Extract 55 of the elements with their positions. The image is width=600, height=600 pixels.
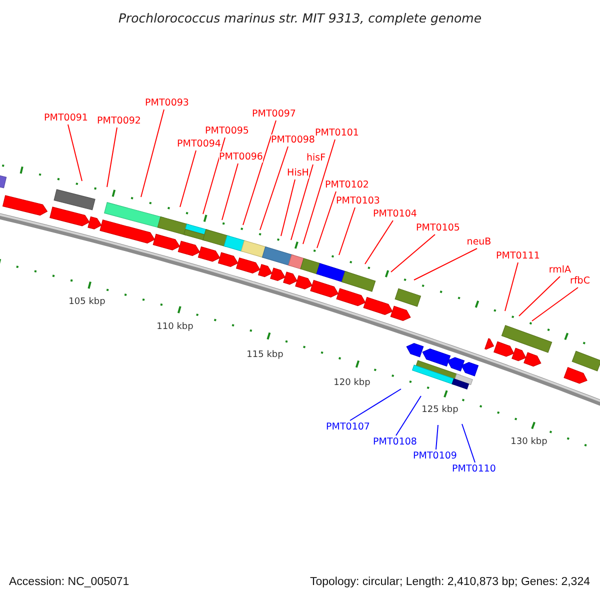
scale-label: 130 kbp [510, 437, 548, 447]
gene-label: PMT0101 [315, 128, 359, 138]
leader-line [532, 287, 578, 322]
leader-line [260, 146, 288, 230]
leader-line [350, 388, 402, 421]
gene-label: PMT0102 [325, 180, 369, 190]
leader-line [140, 109, 164, 198]
scale-label: 125 kbp [422, 405, 458, 415]
gene-label: PMT0096 [219, 152, 263, 162]
gene-label: PMT0103 [336, 196, 380, 206]
leader-line [106, 127, 118, 188]
gene-label: PMT0109 [413, 450, 457, 462]
leader-line [364, 220, 394, 264]
gene-label: PMT0091 [44, 112, 88, 124]
leader-line [290, 164, 314, 240]
leader-line [316, 191, 336, 248]
leader-line [462, 424, 476, 463]
gene-label: PMT0093 [145, 98, 189, 108]
gene-label: PMT0098 [271, 134, 315, 146]
gene-label: PMT0111 [496, 250, 540, 262]
gene-label: PMT0094 [177, 138, 221, 150]
gene-label: PMT0107 [326, 422, 370, 432]
gene-label: PMT0092 [97, 116, 141, 126]
leader-line [338, 207, 356, 256]
leader-line [280, 179, 296, 236]
gene-label: PMT0110 [452, 464, 496, 474]
leader-line [436, 424, 438, 450]
scale-label: 110 kbp [156, 322, 194, 332]
gene-label: hisF [306, 152, 326, 164]
scale-label: 105 kbp [68, 297, 106, 307]
gene-label: PMT0097 [252, 108, 296, 120]
gene-label: PMT0105 [416, 222, 460, 234]
leader-line [202, 137, 226, 214]
genome-stats-text: Topology: circular; Length: 2,410,873 bp; Genes: 2,324 [310, 576, 590, 588]
accession-text: Accession: NC_005071 [9, 576, 130, 588]
leader-line [180, 150, 196, 208]
title: Prochlorococcus marinus str. MIT 9313, complete genome [118, 10, 482, 26]
scale-label: 120 kbp [334, 378, 370, 388]
gene-label: PMT0108 [373, 436, 417, 448]
leader-line [302, 139, 336, 244]
scale-label: 115 kbp [246, 350, 284, 360]
leader-line [68, 124, 82, 182]
leader-line [518, 276, 560, 316]
gene-label: PMT0104 [373, 208, 417, 220]
leader-line [504, 262, 518, 312]
gene-label: neuB [466, 236, 492, 248]
leader-line [390, 234, 436, 272]
leader-line [242, 120, 276, 226]
gene-label: PMT0095 [205, 126, 249, 136]
gene-label: rmlA [548, 264, 572, 276]
leader-line [222, 163, 238, 220]
gene-label: HisH [287, 168, 309, 178]
leader-line [396, 396, 422, 436]
gene-label: rfbC [570, 276, 590, 286]
leader-line [414, 248, 478, 280]
